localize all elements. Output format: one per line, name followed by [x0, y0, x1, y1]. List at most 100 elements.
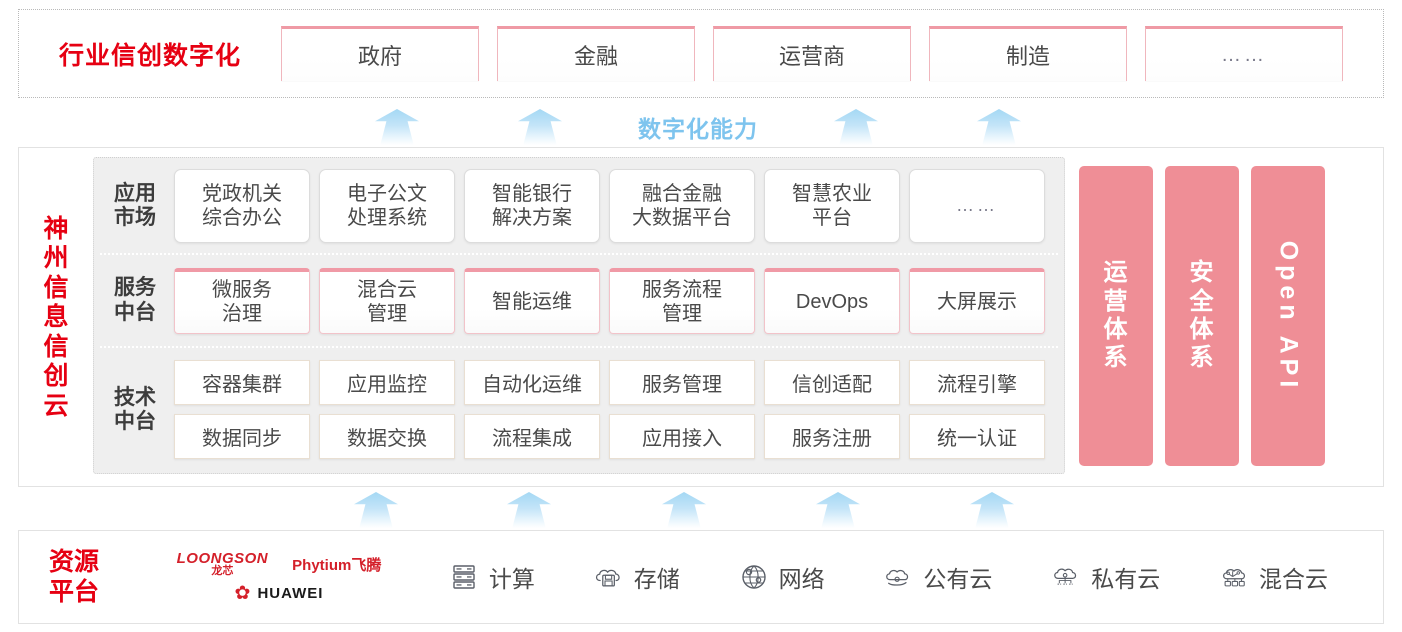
- tech-card-process-integration[interactable]: 流程集成: [464, 414, 600, 460]
- app-card-smart-agriculture[interactable]: 智慧农业平台: [764, 169, 900, 244]
- up-arrow-icon: [970, 492, 1014, 528]
- card-line: 融合金融: [642, 182, 722, 205]
- service-card-microservice-governance[interactable]: 微服务治理: [174, 267, 310, 334]
- cloud-title-char: 信: [43, 273, 69, 302]
- card-line: 平台: [812, 207, 852, 230]
- card-line: 大数据平台: [632, 207, 732, 230]
- app-card-more[interactable]: ……: [909, 169, 1045, 244]
- tech-card-service-mgmt[interactable]: 服务管理: [609, 360, 755, 406]
- card-line: 混合云: [357, 278, 417, 301]
- card-line: 党政机关: [202, 182, 282, 205]
- tech-column: 信创适配 服务注册: [764, 360, 900, 460]
- industry-band-title: 行业信创数字化: [58, 41, 241, 70]
- industry-card-list: 政府 金融 运营商 制造 ……: [281, 26, 1343, 81]
- pillar-label: 安 全 体 系: [1190, 259, 1215, 372]
- resource-item-storage[interactable]: 存储: [593, 560, 680, 594]
- service-card-smart-ops[interactable]: 智能运维: [464, 267, 600, 334]
- cloud-title-char: 神: [43, 214, 69, 243]
- loongson-logo-text: LOONGSON: [176, 550, 269, 567]
- card-line: 管理: [662, 303, 702, 326]
- resource-item-label: 计算: [488, 566, 535, 592]
- layer-label-line: 中台: [114, 409, 156, 433]
- tech-card-xinchuang-adaptation[interactable]: 信创适配: [764, 360, 900, 406]
- up-arrow-icon: [816, 492, 860, 528]
- pillar-label-char: 体: [1103, 316, 1129, 343]
- industry-card-government[interactable]: 政府: [281, 26, 479, 81]
- app-card-smart-bank[interactable]: 智能银行解决方案: [464, 169, 600, 244]
- resource-item-compute[interactable]: 计算: [448, 560, 535, 594]
- pillar-label-char: 全: [1189, 287, 1215, 315]
- service-card-hybrid-cloud-mgmt[interactable]: 混合云管理: [319, 267, 455, 334]
- industry-card-more[interactable]: ……: [1145, 26, 1343, 81]
- layer-label-line: 应用: [114, 182, 156, 206]
- tech-card-data-exchange[interactable]: 数据交换: [319, 414, 455, 460]
- resource-item-label: 混合云: [1259, 566, 1329, 592]
- layer-application-market: 应用 市场 党政机关综合办公 电子公文处理系统 智能银行解决方案: [94, 158, 1064, 254]
- up-arrow-icon: [834, 109, 878, 145]
- resource-item-label: 网络: [778, 566, 825, 592]
- tech-card-app-access[interactable]: 应用接入: [609, 414, 755, 460]
- cloud-storage-icon: [595, 569, 620, 587]
- card-line: 微服务: [212, 278, 272, 301]
- resource-item-label: 私有云: [1091, 566, 1161, 592]
- tech-card-data-sync[interactable]: 数据同步: [174, 414, 310, 460]
- hybrid-cloud-icon: [1223, 568, 1246, 587]
- tech-card-service-registry[interactable]: 服务注册: [764, 414, 900, 460]
- resource-item-label: 存储: [633, 566, 680, 592]
- card-line: 处理系统: [347, 207, 427, 230]
- tech-card-automated-ops[interactable]: 自动化运维: [464, 360, 600, 406]
- industry-card-manufacturing[interactable]: 制造: [929, 26, 1127, 81]
- resource-platform-title: 资源 平台: [19, 547, 129, 607]
- pillar-security-system[interactable]: 安 全 体 系: [1165, 166, 1239, 466]
- card-line: 解决方案: [492, 207, 572, 230]
- cloud-platform-body: 应用 市场 党政机关综合办公 电子公文处理系统 智能银行解决方案: [93, 148, 1383, 486]
- layer-service-platform: 服务 中台 微服务治理 混合云管理 智能运维 服务流程管理: [94, 253, 1064, 346]
- app-card-government-office[interactable]: 党政机关综合办公: [174, 169, 310, 244]
- server-icon: [453, 565, 475, 589]
- resource-item-private-cloud[interactable]: 私有云: [1050, 560, 1160, 594]
- resource-item-network[interactable]: 网络: [738, 560, 825, 594]
- industry-card-finance[interactable]: 金融: [497, 26, 695, 81]
- layer-stack: 应用 市场 党政机关综合办公 电子公文处理系统 智能银行解决方案: [93, 157, 1065, 474]
- resource-item-label: 公有云: [923, 566, 993, 592]
- layer-label-line: 中台: [114, 300, 156, 324]
- cloud-platform-title: 神 州 信 息 信 创 云: [19, 148, 93, 486]
- layer-technology-platform: 技术 中台 容器集群 数据同步 应用监控 数据交换 自动化运维: [94, 345, 1064, 473]
- cloud-title-char: 州: [43, 244, 69, 273]
- card-line: 服务流程: [642, 278, 722, 301]
- layer-label-line: 技术: [114, 385, 156, 409]
- tech-card-container-cluster[interactable]: 容器集群: [174, 360, 310, 406]
- pillar-open-api[interactable]: Open API: [1251, 166, 1325, 466]
- app-card-edoc-system[interactable]: 电子公文处理系统: [319, 169, 455, 244]
- industry-card-operator[interactable]: 运营商: [713, 26, 911, 81]
- layer-label-line: 市场: [114, 206, 156, 230]
- app-card-finance-bigdata[interactable]: 融合金融大数据平台: [609, 169, 755, 244]
- pillar-label-char: 体: [1189, 316, 1215, 343]
- resource-item-public-cloud[interactable]: 公有云: [882, 560, 992, 594]
- service-card-process-mgmt[interactable]: 服务流程管理: [609, 267, 755, 334]
- resource-item-hybrid-cloud[interactable]: 混合云: [1218, 560, 1328, 594]
- loongson-logo-cn: 龙芯: [211, 565, 234, 577]
- vendor-logo-group: LOONGSON 龙芯 Phytium飞腾 ✿ HUAWEI: [129, 551, 419, 603]
- cloud-title-char: 创: [43, 362, 69, 391]
- tech-card-app-monitoring[interactable]: 应用监控: [319, 360, 455, 406]
- up-arrow-icon: [507, 492, 551, 528]
- service-card-bigscreen[interactable]: 大屏展示: [909, 267, 1045, 334]
- pillar-operations-system[interactable]: 运 营 体 系: [1079, 166, 1153, 466]
- tech-column: 服务管理 应用接入: [609, 360, 755, 460]
- up-arrow-icon: [662, 492, 706, 528]
- tech-column: 流程引擎 统一认证: [909, 360, 1045, 460]
- cloud-title-char: 息: [43, 303, 69, 332]
- layer-label-service-platform: 服务 中台: [104, 276, 166, 324]
- up-arrow-icon: [354, 492, 398, 528]
- resource-item-list: 计算 存储 网络: [419, 560, 1383, 594]
- service-card-devops[interactable]: DevOps: [764, 267, 900, 334]
- tech-card-process-engine[interactable]: 流程引擎: [909, 360, 1045, 406]
- tech-column: 应用监控 数据交换: [319, 360, 455, 460]
- up-arrow-icon: [518, 109, 562, 145]
- tech-card-unified-auth[interactable]: 统一认证: [909, 414, 1045, 460]
- pillar-label-char: 系: [1103, 344, 1129, 372]
- pillar-label-char: 运: [1103, 259, 1129, 287]
- public-cloud-icon: [886, 569, 909, 586]
